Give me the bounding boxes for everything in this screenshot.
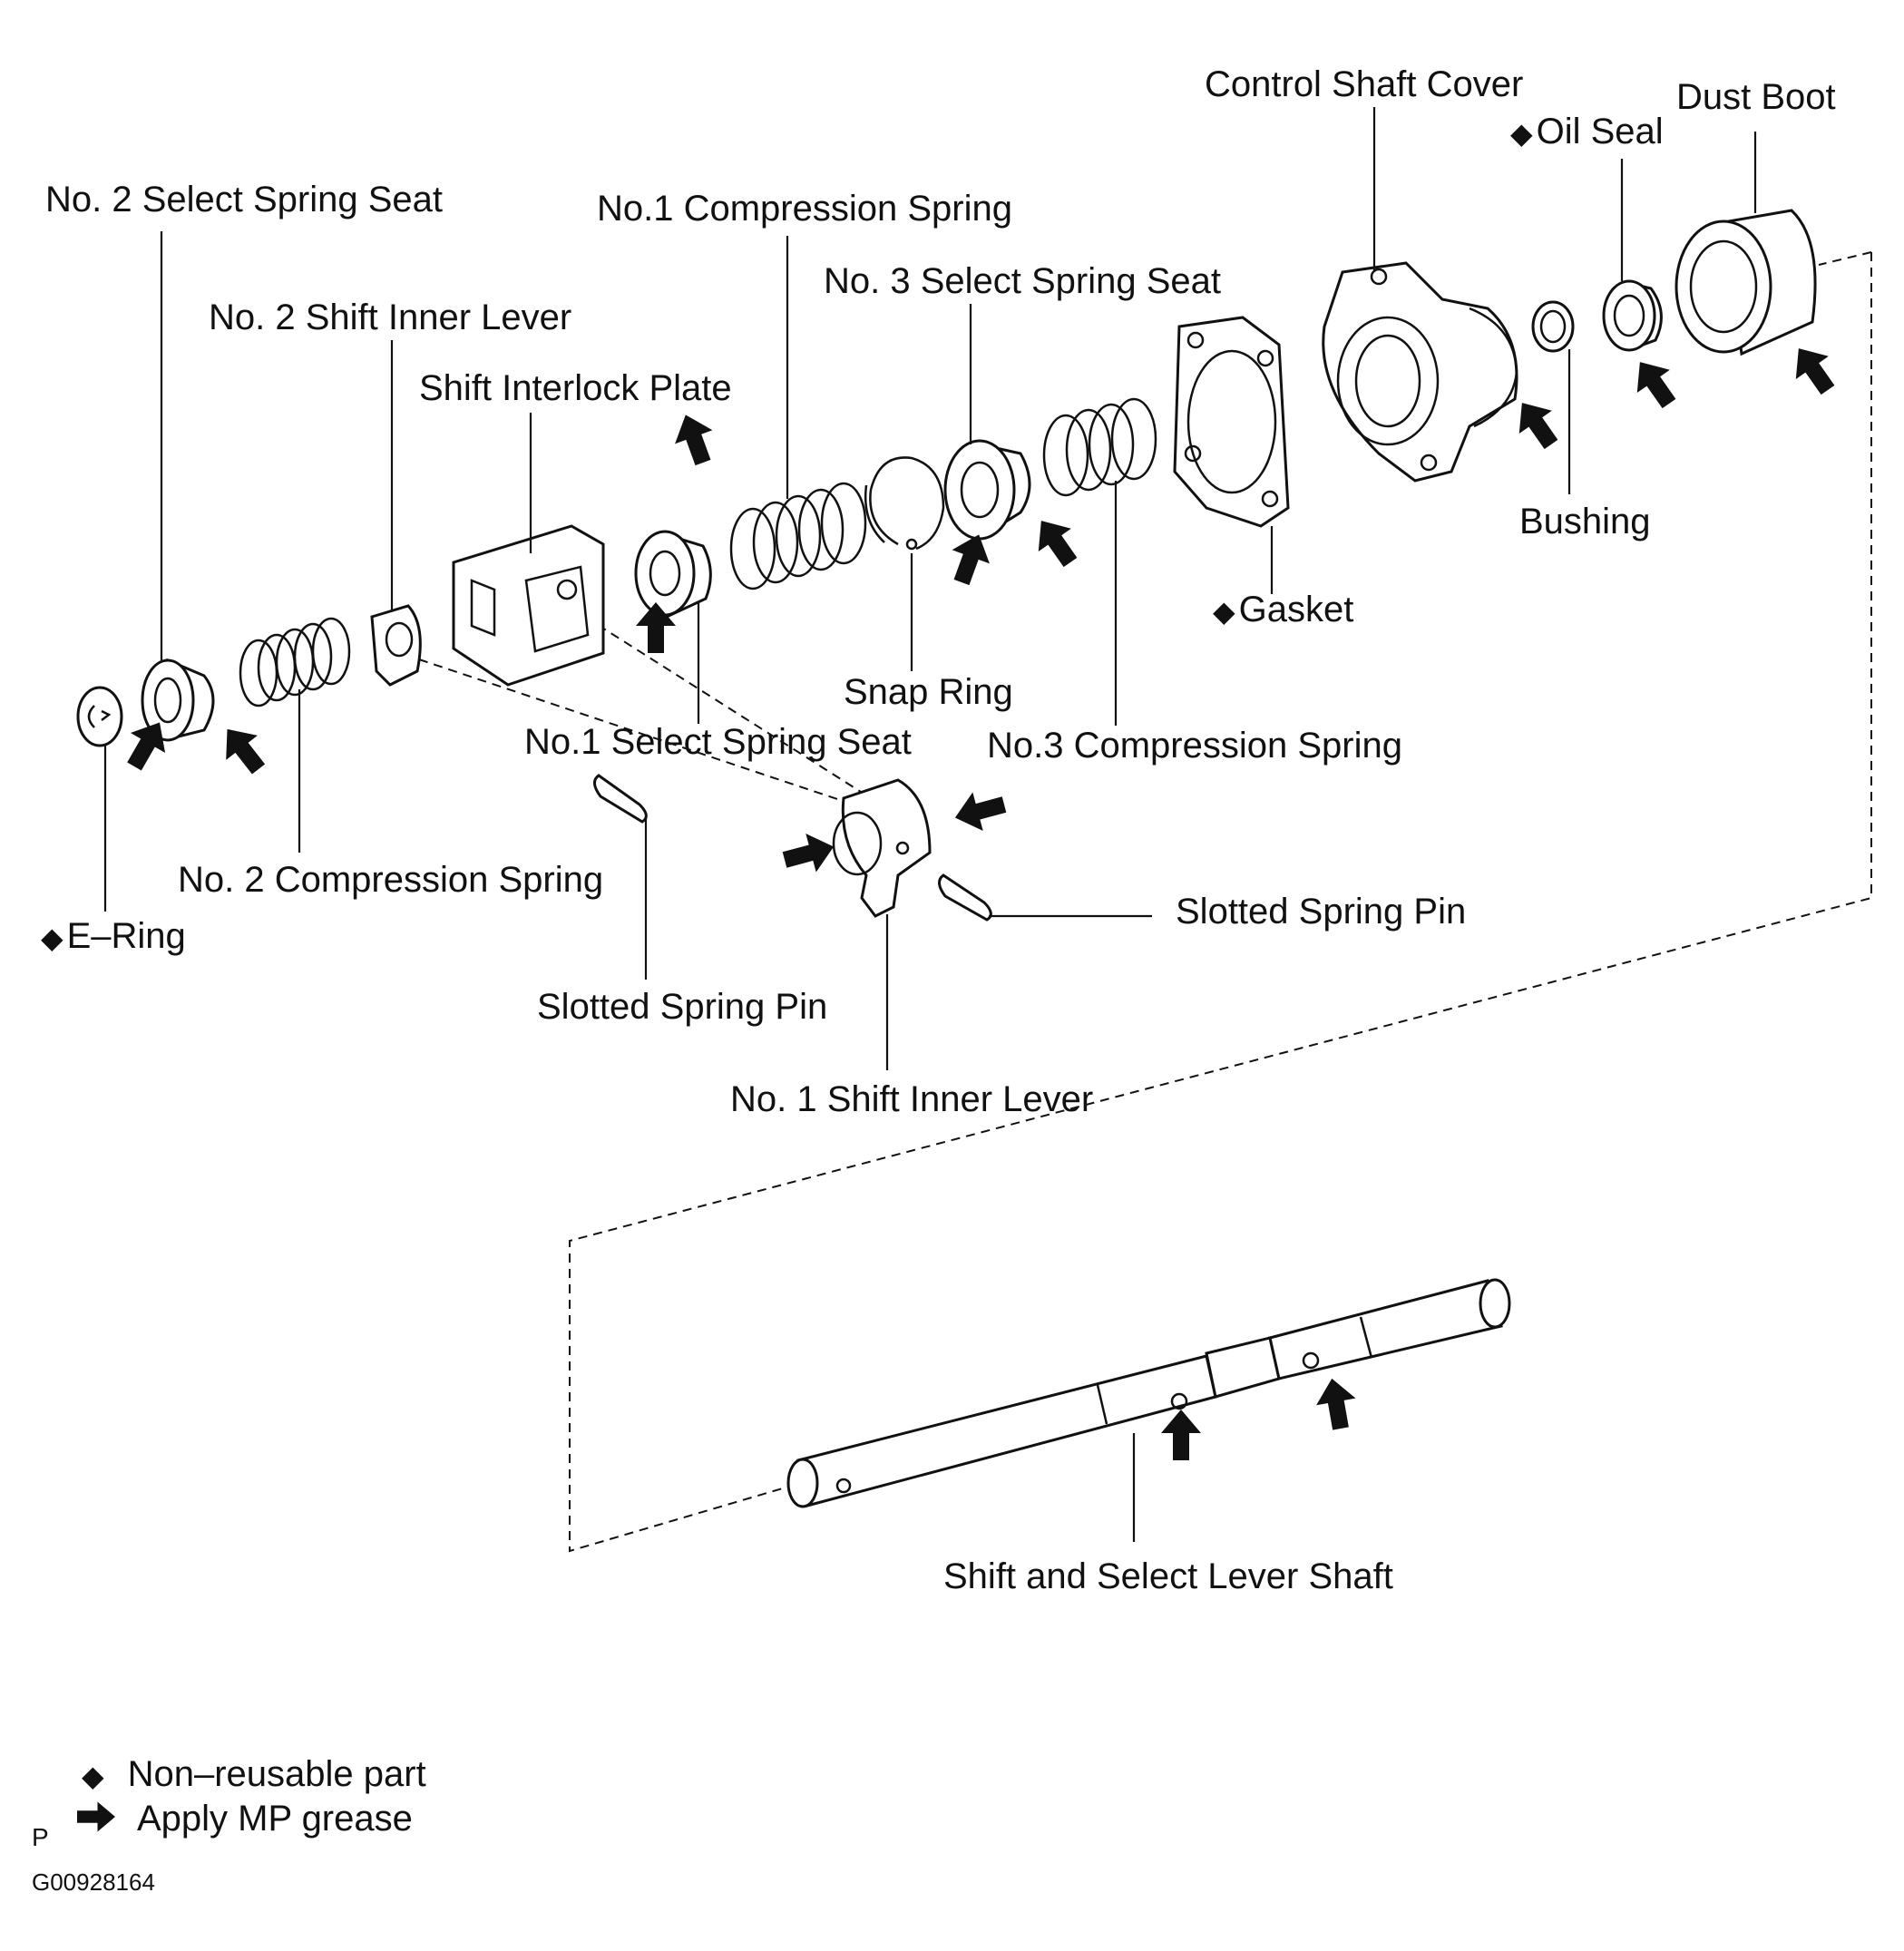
label-no2-select-spring-seat: No. 2 Select Spring Seat bbox=[45, 180, 444, 219]
oil-seal-part bbox=[1602, 279, 1663, 352]
label-gasket: ◆Gasket bbox=[1213, 590, 1354, 629]
label-bushing: Bushing bbox=[1519, 502, 1651, 541]
label-no2-shift-inner-lever: No. 2 Shift Inner Lever bbox=[209, 298, 572, 337]
label-no2-compression-spring: No. 2 Compression Spring bbox=[178, 860, 604, 900]
label-slotted-spring-pin-left: Slotted Spring Pin bbox=[537, 987, 828, 1027]
label-snap-ring: Snap Ring bbox=[844, 672, 1013, 712]
page-letter: P bbox=[32, 1823, 49, 1851]
label-no1-compression-spring: No.1 Compression Spring bbox=[597, 189, 1012, 229]
label-e-ring: ◆E–Ring bbox=[41, 916, 186, 956]
no1-select-spring-seat-part bbox=[634, 530, 712, 619]
legend-arrow-icon bbox=[77, 1801, 115, 1832]
legend-apply-grease: Apply MP grease bbox=[137, 1799, 413, 1839]
label-slotted-spring-pin-right: Slotted Spring Pin bbox=[1176, 892, 1467, 932]
slotted-spring-pin-right-part bbox=[938, 873, 992, 922]
bushing-part bbox=[1531, 300, 1575, 353]
label-shift-select-lever-shaft: Shift and Select Lever Shaft bbox=[943, 1556, 1393, 1596]
e-ring-part bbox=[76, 686, 123, 747]
label-shift-interlock-plate: Shift Interlock Plate bbox=[419, 368, 732, 408]
non-reusable-diamond-icon: ◆ bbox=[1213, 595, 1235, 628]
control-shaft-cover-part bbox=[1322, 261, 1518, 483]
label-no3-compression-spring: No.3 Compression Spring bbox=[987, 726, 1402, 766]
slotted-spring-pin-left-part bbox=[593, 774, 648, 824]
non-reusable-diamond-icon: ◆ bbox=[82, 1760, 104, 1792]
no2-shift-inner-lever-part bbox=[370, 604, 422, 687]
no2-select-spring-seat-part bbox=[141, 658, 215, 742]
shift-select-lever-shaft-part bbox=[786, 1278, 1511, 1508]
label-control-shaft-cover: Control Shaft Cover bbox=[1205, 64, 1524, 104]
no1-shift-inner-lever-part bbox=[832, 778, 932, 918]
legend-non-reusable: ◆Non–reusable part bbox=[82, 1754, 426, 1794]
no3-compression-spring-part bbox=[1042, 397, 1157, 497]
figure-id: G00928164 bbox=[32, 1868, 155, 1896]
label-dust-boot: Dust Boot bbox=[1676, 77, 1836, 117]
non-reusable-diamond-icon: ◆ bbox=[41, 922, 63, 954]
label-no1-select-spring-seat: No.1 Select Spring Seat bbox=[524, 722, 912, 762]
label-no1-shift-inner-lever: No. 1 Shift Inner Lever bbox=[730, 1079, 1094, 1119]
legend-symbols bbox=[77, 1801, 115, 1832]
label-oil-seal: ◆Oil Seal bbox=[1510, 112, 1664, 151]
gasket-part bbox=[1173, 316, 1290, 528]
leader-lines bbox=[103, 107, 1757, 1542]
no1-compression-spring-part bbox=[729, 482, 867, 590]
non-reusable-diamond-icon: ◆ bbox=[1510, 117, 1533, 150]
no2-compression-spring-part bbox=[239, 617, 351, 707]
label-no3-select-spring-seat: No. 3 Select Spring Seat bbox=[824, 261, 1222, 301]
snap-ring-part bbox=[864, 456, 945, 551]
no3-select-spring-seat-part bbox=[943, 439, 1031, 541]
shift-interlock-plate-part bbox=[452, 524, 605, 687]
dust-boot-part bbox=[1675, 209, 1817, 356]
assembly-dashed-outline bbox=[418, 251, 1872, 1553]
